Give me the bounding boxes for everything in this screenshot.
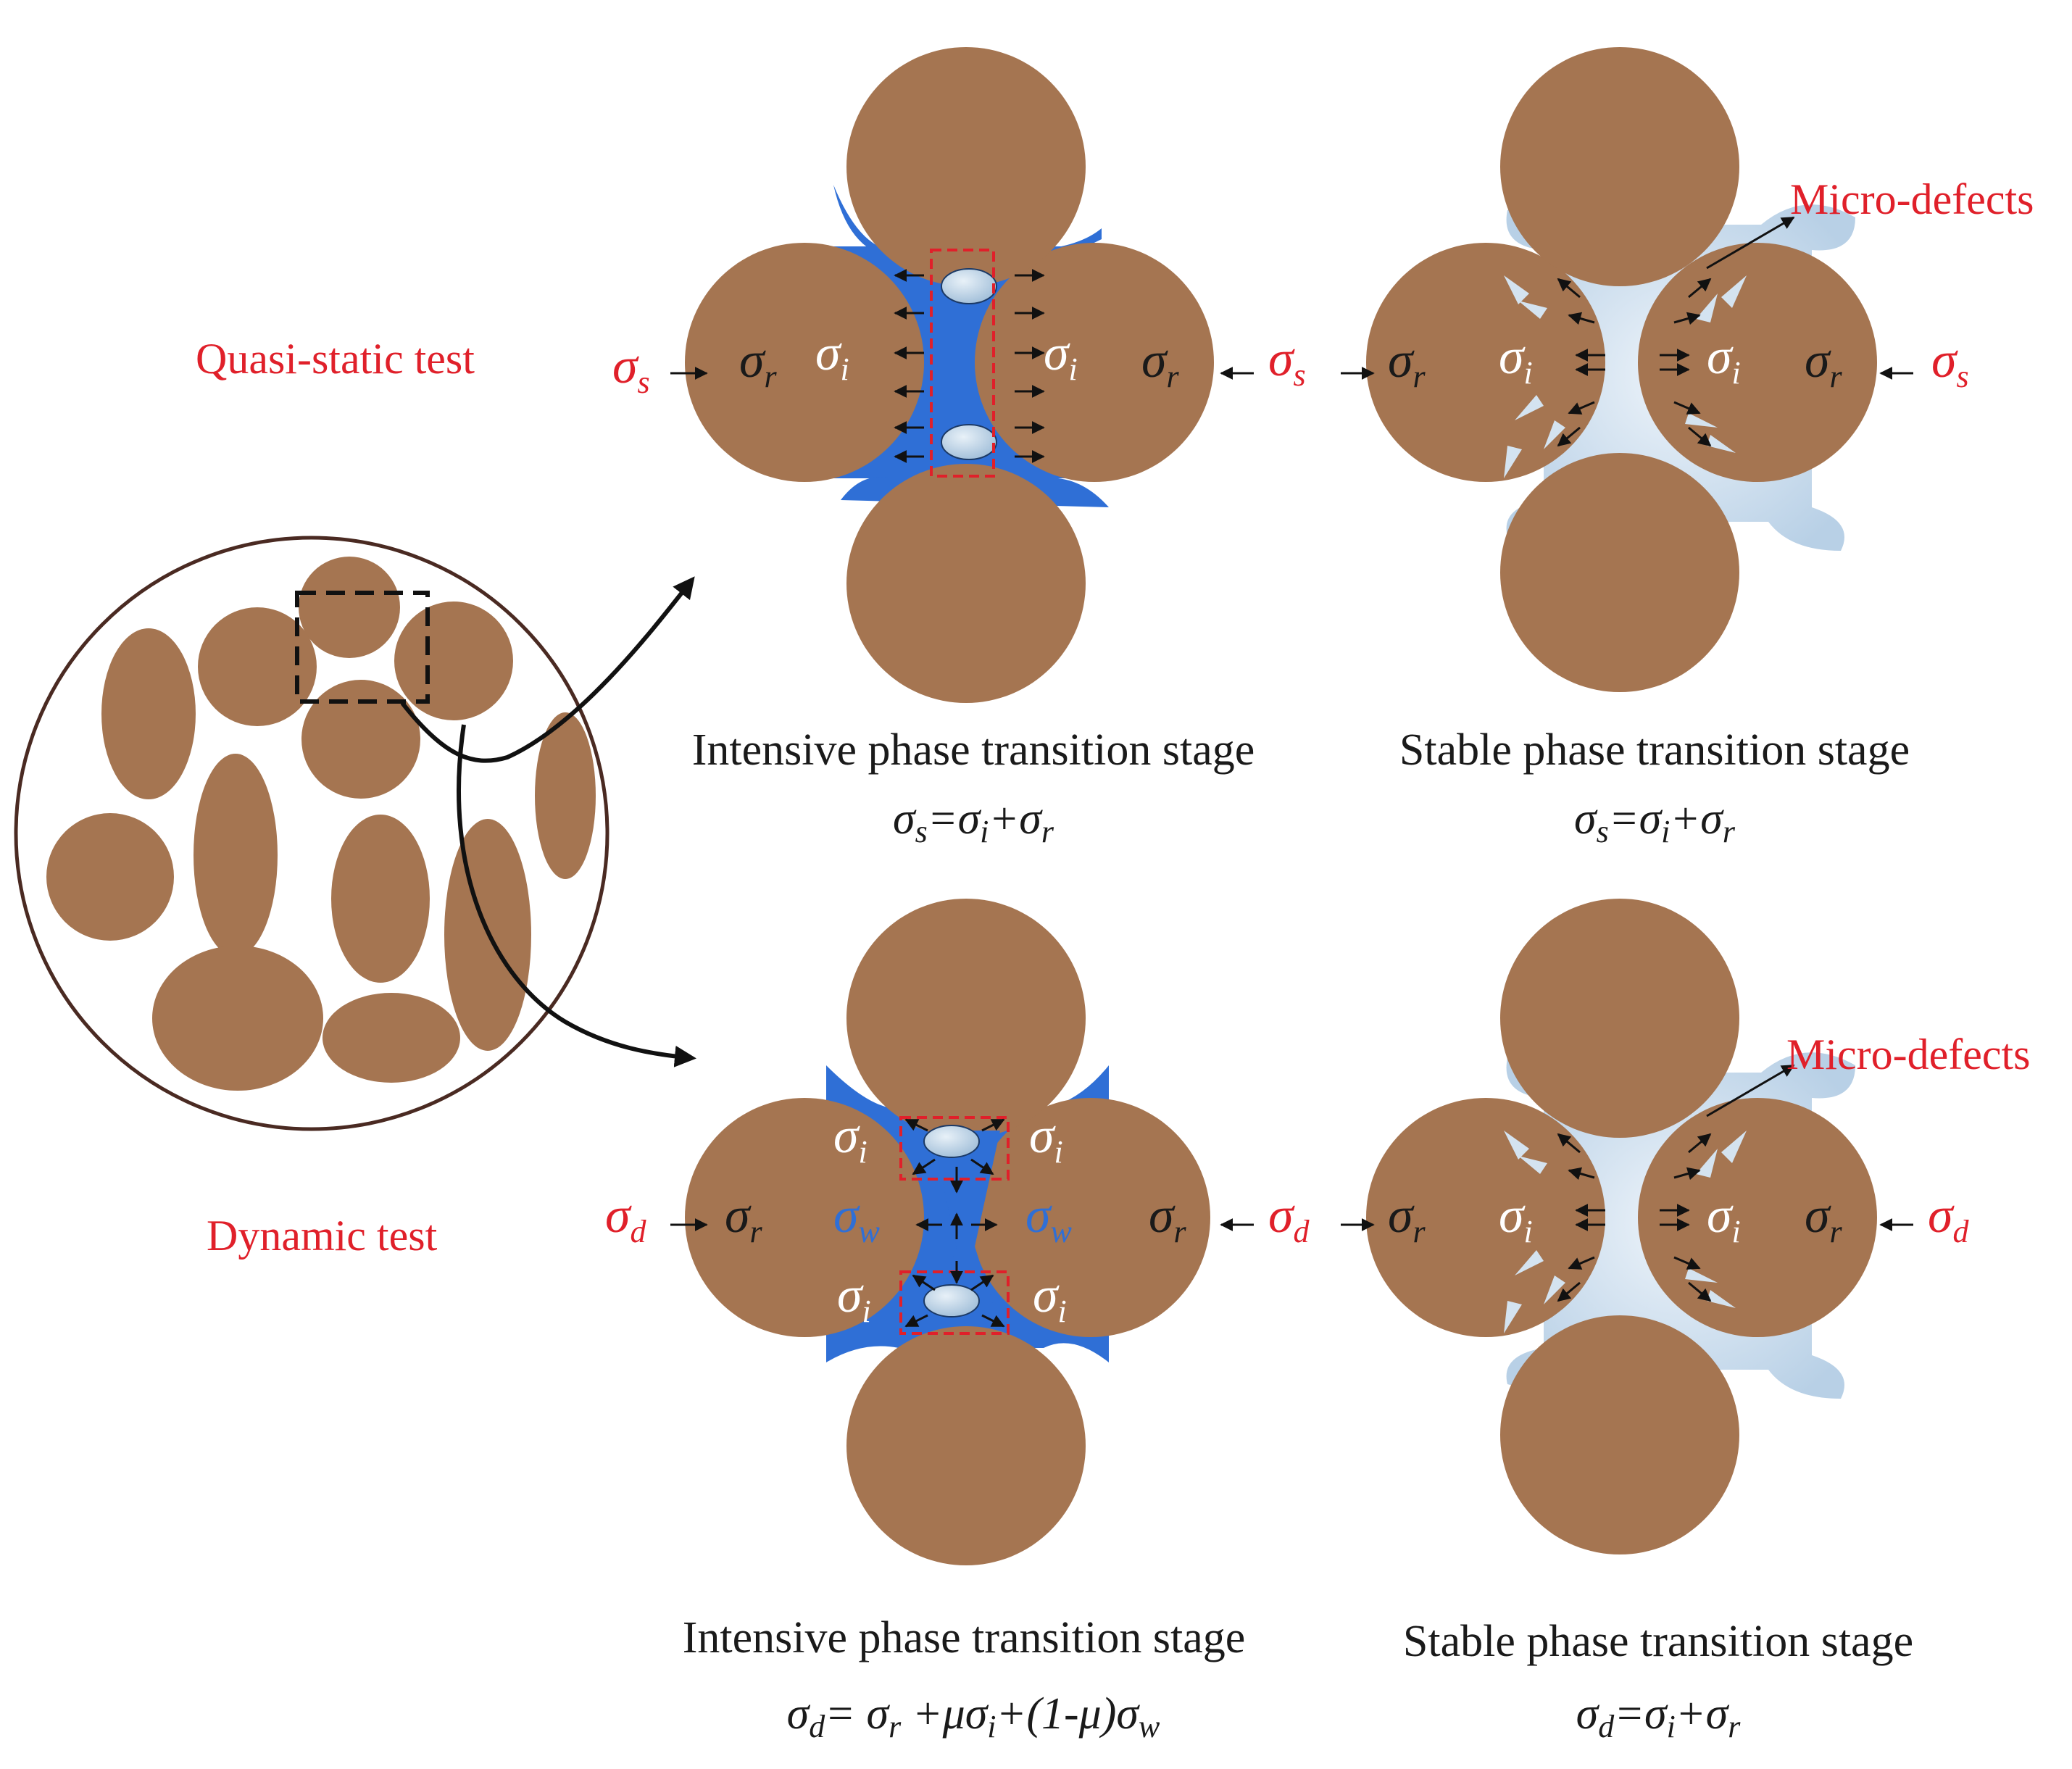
svg-text:σi: σi [833, 1108, 868, 1170]
svg-text:σw: σw [1025, 1188, 1073, 1249]
sigma-s-right: σ [1268, 331, 1295, 387]
svg-text:σr: σr [1149, 1188, 1187, 1249]
svg-text:σr: σr [1388, 1188, 1426, 1249]
svg-text:σs: σs [612, 338, 650, 400]
svg-text:σi: σi [837, 1268, 871, 1329]
panel-top-intensive: σs σr σi σi σr σs Intensive phase transi… [612, 47, 1306, 849]
red-dashed-box [930, 249, 995, 478]
caption-bottom-intensive: Intensive phase transition stage [683, 1613, 1246, 1662]
equation-bottom-stable: σd=σi+σr [1576, 1689, 1742, 1744]
pressure-arrows [894, 269, 1045, 463]
panel-top-stable: Micro-defects σr σi σi σr σs Stable phas… [1341, 47, 2034, 849]
panel-bottom-intensive: σd σr σi σi σw σw σi σi σr σd Intensive … [605, 899, 1310, 1744]
caption-top-intensive: Intensive phase transition stage [692, 725, 1255, 775]
svg-text:σi: σi [1499, 1188, 1533, 1249]
sigma-r-left: σ [739, 333, 766, 388]
sigma-w-left: σ [833, 1188, 860, 1244]
svg-text:σr: σr [725, 1188, 763, 1249]
svg-text:σw: σw [833, 1188, 881, 1249]
overview-sample [14, 536, 696, 1131]
zoom-box [295, 591, 430, 704]
svg-text:σi: σi [1029, 1108, 1063, 1170]
svg-text:σs: σs [1931, 333, 1969, 394]
equation-bottom-intensive: σd= σr +μσi+(1-μ)σw [787, 1689, 1160, 1744]
sigma-s-left: σ [612, 338, 639, 394]
dynamic-test-label: Dynamic test [207, 1212, 438, 1260]
overview-particles [46, 557, 596, 1091]
sigma-w-right: σ [1025, 1188, 1052, 1244]
micro-defects-label-bottom: Micro-defects [1786, 1031, 2031, 1078]
svg-text:σi: σi [815, 325, 849, 387]
svg-text:σs: σs [1268, 331, 1306, 393]
equation-top-stable: σs=σi+σr [1574, 794, 1736, 849]
svg-text:σi: σi [1044, 325, 1078, 387]
sigma-i-left: σ [815, 325, 842, 381]
svg-text:σd: σd [1268, 1188, 1310, 1249]
svg-text:σr: σr [1805, 333, 1843, 394]
svg-text:σi: σi [1707, 329, 1741, 391]
zoom-arrow-bottom [457, 724, 696, 1067]
svg-text:σr: σr [1141, 333, 1180, 394]
caption-top-stable: Stable phase transition stage [1399, 725, 1910, 775]
svg-text:σi: σi [1499, 329, 1533, 391]
svg-text:σr: σr [1805, 1188, 1843, 1249]
panel-bottom-stable: Micro-defects σr σi σi σr σd Stable phas… [1341, 899, 2031, 1744]
equation-top-intensive: σs=σi+σr [893, 794, 1054, 849]
svg-text:σr: σr [1388, 333, 1426, 394]
sigma-r-right: σ [1141, 333, 1168, 388]
svg-text:σi: σi [1033, 1268, 1067, 1329]
micro-defects-label-top: Micro-defects [1790, 175, 2034, 223]
sigma-i-right: σ [1044, 325, 1070, 381]
micro-defect-cracks [1504, 275, 1747, 478]
svg-text:σr: σr [739, 333, 778, 394]
caption-bottom-stable: Stable phase transition stage [1403, 1617, 1913, 1666]
svg-text:σd: σd [605, 1188, 647, 1249]
svg-text:σd: σd [1928, 1188, 1970, 1249]
svg-text:σi: σi [1707, 1188, 1741, 1249]
zoom-arrow-top [400, 576, 695, 763]
quasi-static-test-label: Quasi-static test [196, 335, 475, 383]
